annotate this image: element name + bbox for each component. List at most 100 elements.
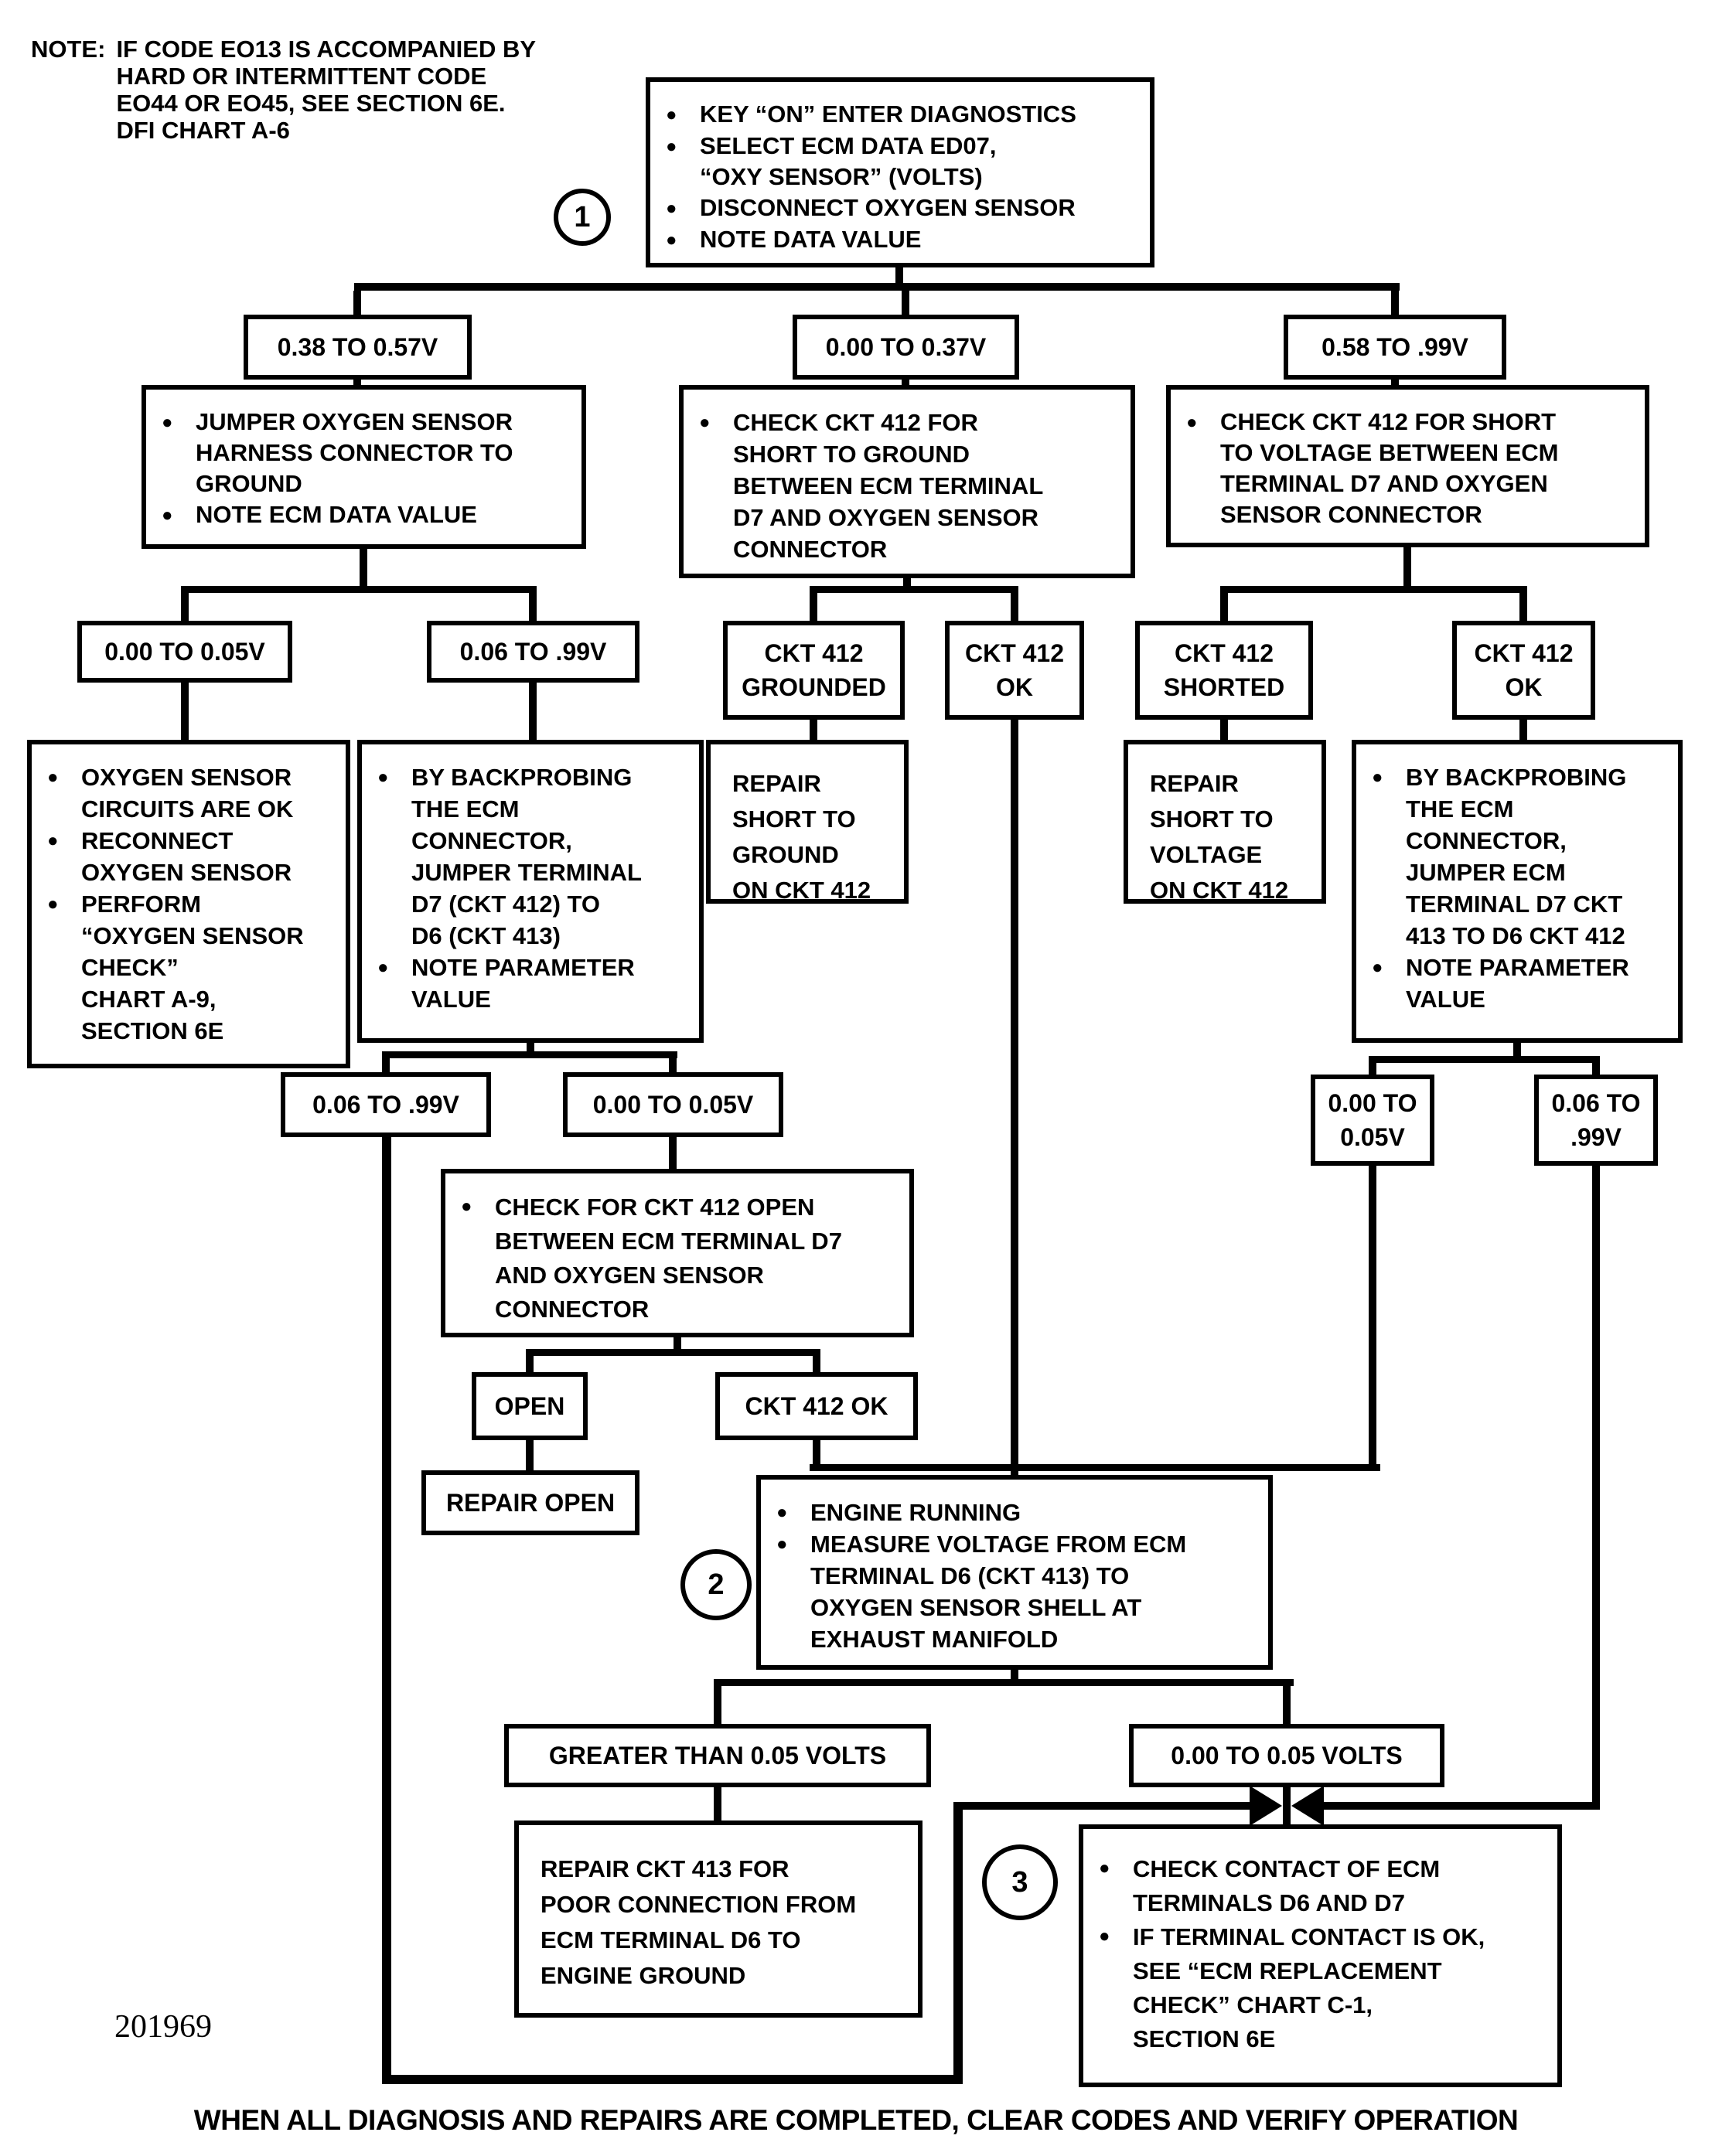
footer-instruction: WHEN ALL DIAGNOSIS AND REPAIRS ARE COMPL… [193, 2104, 1519, 2136]
connector [714, 1787, 721, 1821]
connector [1513, 1043, 1521, 1056]
bullet-text: NOTE DATA VALUE [700, 226, 922, 253]
bullet-item: ●NOTE PARAMETER VALUE [1372, 952, 1664, 1015]
connector [1011, 593, 1018, 621]
connector [957, 1802, 1250, 1810]
bullet-icon: ● [666, 230, 677, 250]
bullet-text: RECONNECT OXYGEN SENSOR [81, 827, 292, 886]
greater-than-005-label: GREATER THAN 0.05 VOLTS [504, 1724, 931, 1787]
bullet-item: ● IF TERMINAL CONTACT IS OK, SEE “ECM REP… [1099, 1920, 1543, 2056]
range-label-000-037: 0.00 TO 0.37V [793, 315, 1019, 380]
connector [714, 1686, 721, 1724]
range-label-006-099-left: 0.06 TO .99V [281, 1072, 491, 1137]
bullet-icon: ● [666, 104, 677, 125]
connector [1369, 1056, 1600, 1063]
connector [353, 378, 361, 387]
bullet-text: MEASURE VOLTAGE FROM ECM TERMINAL D6 (CK… [810, 1531, 1187, 1653]
backprobe-left-box: ● BY BACKPROBING THE ECM CONNECTOR, JUMPE… [357, 740, 704, 1043]
check-short-ground-box: ●CHECK CKT 412 FOR SHORT TO GROUND BETWE… [679, 385, 1135, 578]
connector [902, 378, 909, 387]
bullet-icon: ● [1099, 1926, 1110, 1947]
step-circle-2: 2 [680, 1549, 752, 1620]
bullet-icon: ● [47, 894, 59, 915]
repair-ckt413-box: REPAIR CKT 413 FOR POOR CONNECTION FROM … [514, 1821, 923, 2018]
connector [669, 1058, 677, 1072]
bullet-text: CHECK CKT 412 FOR SHORT TO VOLTAGE BETWE… [1220, 408, 1559, 528]
range-label-000-005: 0.00 TO 0.05V [77, 621, 292, 683]
connector [1592, 1063, 1600, 1075]
bullet-icon: ● [666, 136, 677, 157]
connector [1011, 720, 1018, 1475]
sensor-ok-box: ● OXYGEN SENSOR CIRCUITS ARE OK ● RECONNECT… [27, 740, 350, 1068]
step-circle-1: 1 [554, 189, 611, 246]
connector [714, 1679, 1294, 1686]
connector [1011, 1670, 1018, 1679]
connector [810, 1464, 1380, 1471]
ckt412-ok-label-right: CKT 412 OK [1452, 621, 1595, 720]
bullet-text: KEY “ON” ENTER DIAGNOSTICS [700, 100, 1076, 128]
bullet-text: NOTE PARAMETER VALUE [1406, 954, 1629, 1013]
range-label-000-005-right: 0.00 TO 0.05V [1311, 1075, 1434, 1166]
bullet-item: ● ENGINE RUNNING [776, 1497, 1254, 1528]
bullet-item: ●CHECK CKT 412 FOR SHORT TO VOLTAGE BETW… [1186, 407, 1631, 530]
connector [1220, 593, 1228, 621]
connector [1403, 547, 1411, 586]
bullet-text: PERFORM “OXYGEN SENSOR CHECK” CHART A-9,… [81, 891, 304, 1044]
bullet-icon: ● [47, 830, 59, 851]
repair-open-box: REPAIR OPEN [421, 1470, 639, 1535]
note-text: IF CODE EO13 IS ACCOMPANIED BY HARD OR I… [116, 36, 537, 144]
bullet-text: SELECT ECM DATA ED07, “OXY SENSOR” (VOLT… [700, 132, 997, 190]
bullet-item: ●BY BACKPROBING THE ECM CONNECTOR, JUMPE… [377, 761, 685, 952]
ckt412-ok-label-center: CKT 412 OK [945, 621, 1084, 720]
start-box: ● KEY “ON” ENTER DIAGNOSTICS ● SELECT ECM D… [646, 77, 1154, 267]
bullet-icon: ● [162, 412, 173, 433]
connector [1283, 1787, 1291, 1824]
bullet-item: ●BY BACKPROBING THE ECM CONNECTOR, JUMPE… [1372, 761, 1664, 952]
repair-short-ground-box: REPAIR SHORT TO GROUND ON CKT 412 [706, 740, 909, 904]
bullet-text: NOTE PARAMETER VALUE [411, 954, 635, 1013]
connector [903, 578, 911, 586]
engine-running-box: ● ENGINE RUNNING● MEASURE VOLTAGE FROM ECM… [756, 1475, 1273, 1670]
connector [529, 593, 537, 621]
note-prefix: NOTE: [31, 36, 106, 63]
ckt412-grounded-label: CKT 412 GROUNDED [723, 621, 905, 720]
bullet-item: ●CHECK FOR CKT 412 OPEN BETWEEN ECM TERM… [461, 1190, 895, 1327]
connector [181, 593, 189, 621]
bullet-text: BY BACKPROBING THE ECM CONNECTOR, JUMPER… [1406, 764, 1627, 949]
connector [1519, 720, 1527, 740]
step-number: 2 [708, 1568, 725, 1601]
connector [1369, 1166, 1376, 1464]
connector [1283, 1686, 1291, 1724]
bullet-item: ●CHECK CONTACT OF ECM TERMINALS D6 AND D… [1099, 1852, 1543, 1920]
connector [353, 291, 361, 316]
bullet-icon: ● [1099, 1858, 1110, 1878]
connector [382, 1058, 390, 1072]
bullet-text: CHECK CKT 412 FOR SHORT TO GROUND BETWEE… [733, 409, 1044, 563]
connector [1369, 1063, 1376, 1075]
bullet-item: ● NOTE DATA VALUE [666, 224, 1136, 256]
bullet-icon: ● [377, 957, 389, 978]
connector [669, 1137, 677, 1169]
bullet-text: IF TERMINAL CONTACT IS OK, SEE “ECM REPL… [1133, 1923, 1485, 2052]
jumper-harness-box: ● JUMPER OXYGEN SENSOR HARNESS CONNECTOR … [142, 385, 586, 549]
connector [895, 266, 903, 284]
bullet-text: BY BACKPROBING THE ECM CONNECTOR, JUMPER… [411, 764, 642, 949]
bullet-text: OXYGEN SENSOR CIRCUITS ARE OK [81, 764, 294, 823]
bullet-text: ENGINE RUNNING [810, 1499, 1021, 1526]
repair-short-voltage-box: REPAIR SHORT TO VOLTAGE ON CKT 412 [1124, 740, 1326, 904]
bullet-icon: ● [162, 505, 173, 526]
bullet-text: NOTE ECM DATA VALUE [196, 501, 477, 528]
bullet-icon: ● [461, 1196, 472, 1217]
bullet-item: ●DISCONNECT OXYGEN SENSOR [666, 192, 1136, 224]
connector [382, 1051, 677, 1058]
check-open-box: ●CHECK FOR CKT 412 OPEN BETWEEN ECM TERM… [441, 1169, 914, 1337]
connector [1220, 720, 1228, 740]
check-short-voltage-box: ●CHECK CKT 412 FOR SHORT TO VOLTAGE BETW… [1166, 385, 1649, 547]
open-label: OPEN [472, 1372, 588, 1440]
bullet-text: JUMPER OXYGEN SENSOR HARNESS CONNECTOR T… [196, 408, 513, 497]
bullet-icon: ● [776, 1502, 788, 1523]
connector [953, 1802, 963, 2080]
connector [382, 1137, 391, 2084]
connector [813, 1356, 820, 1372]
